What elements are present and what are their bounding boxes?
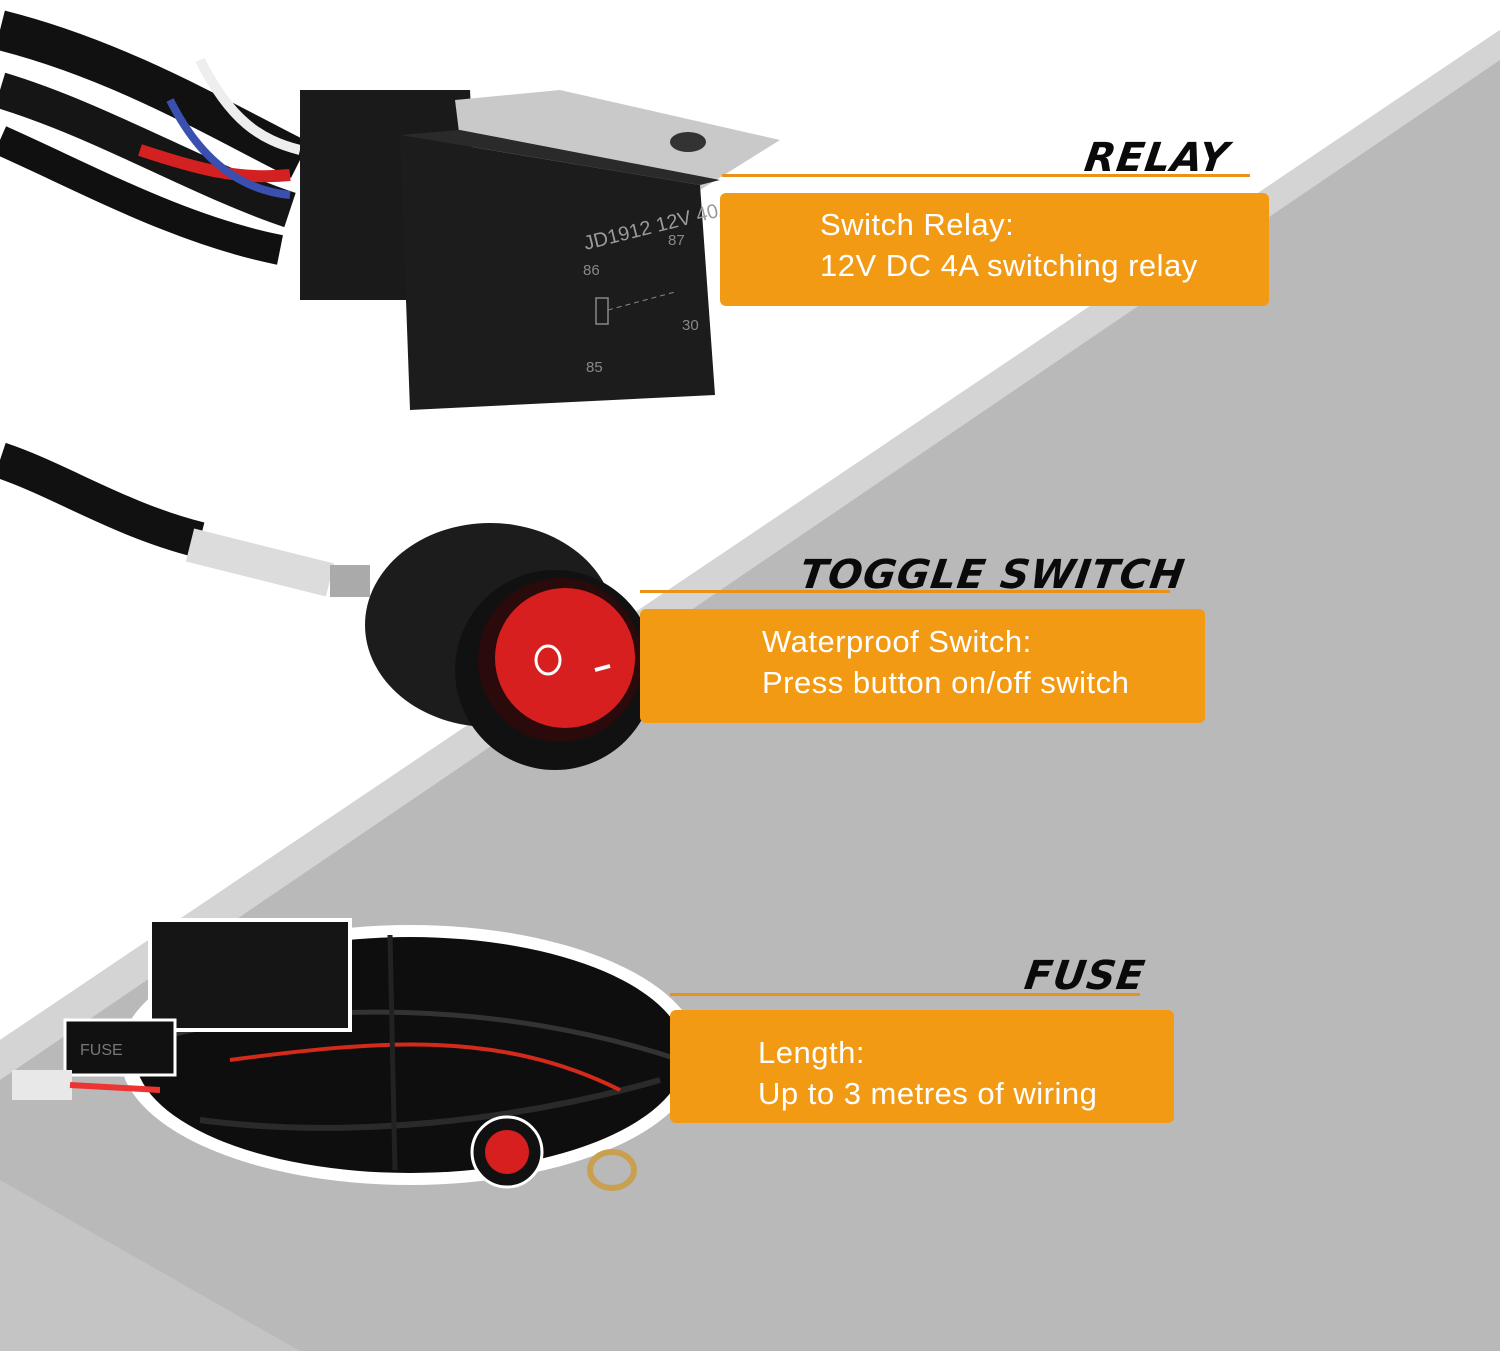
info-line-1: Waterproof Switch: [762,624,1032,659]
relay-pin-label: 85 [586,359,603,376]
info-line-2: Press button on/off switch [762,665,1130,700]
fuse-marking: FUSE [80,1042,123,1059]
relay-body: JD1912 12V 40A 86 87 30 85 [300,90,780,410]
fuse-info-box: Length: Up to 3 metres of wiring [670,1010,1174,1123]
wiring-harness: FUSE [12,918,700,1191]
relay-pin-label: 87 [668,232,685,249]
relay-pin-label: 86 [583,262,600,279]
divider-line [640,590,1170,593]
relay-info-box: Switch Relay: 12V DC 4A switching relay [720,193,1269,306]
divider-line [670,993,1140,996]
info-line-1: Length: [758,1035,865,1070]
divider-line [722,174,1250,177]
info-line-2: 12V DC 4A switching relay [820,248,1198,283]
switch-cable [0,442,370,597]
info-line-1: Switch Relay: [820,207,1015,242]
relay-pin-label: 30 [682,317,699,334]
info-line-2: Up to 3 metres of wiring [758,1076,1098,1111]
rocker-switch [365,523,655,770]
relay-wires [0,10,309,265]
toggle-switch-info-box: Waterproof Switch: Press button on/off s… [640,609,1205,723]
